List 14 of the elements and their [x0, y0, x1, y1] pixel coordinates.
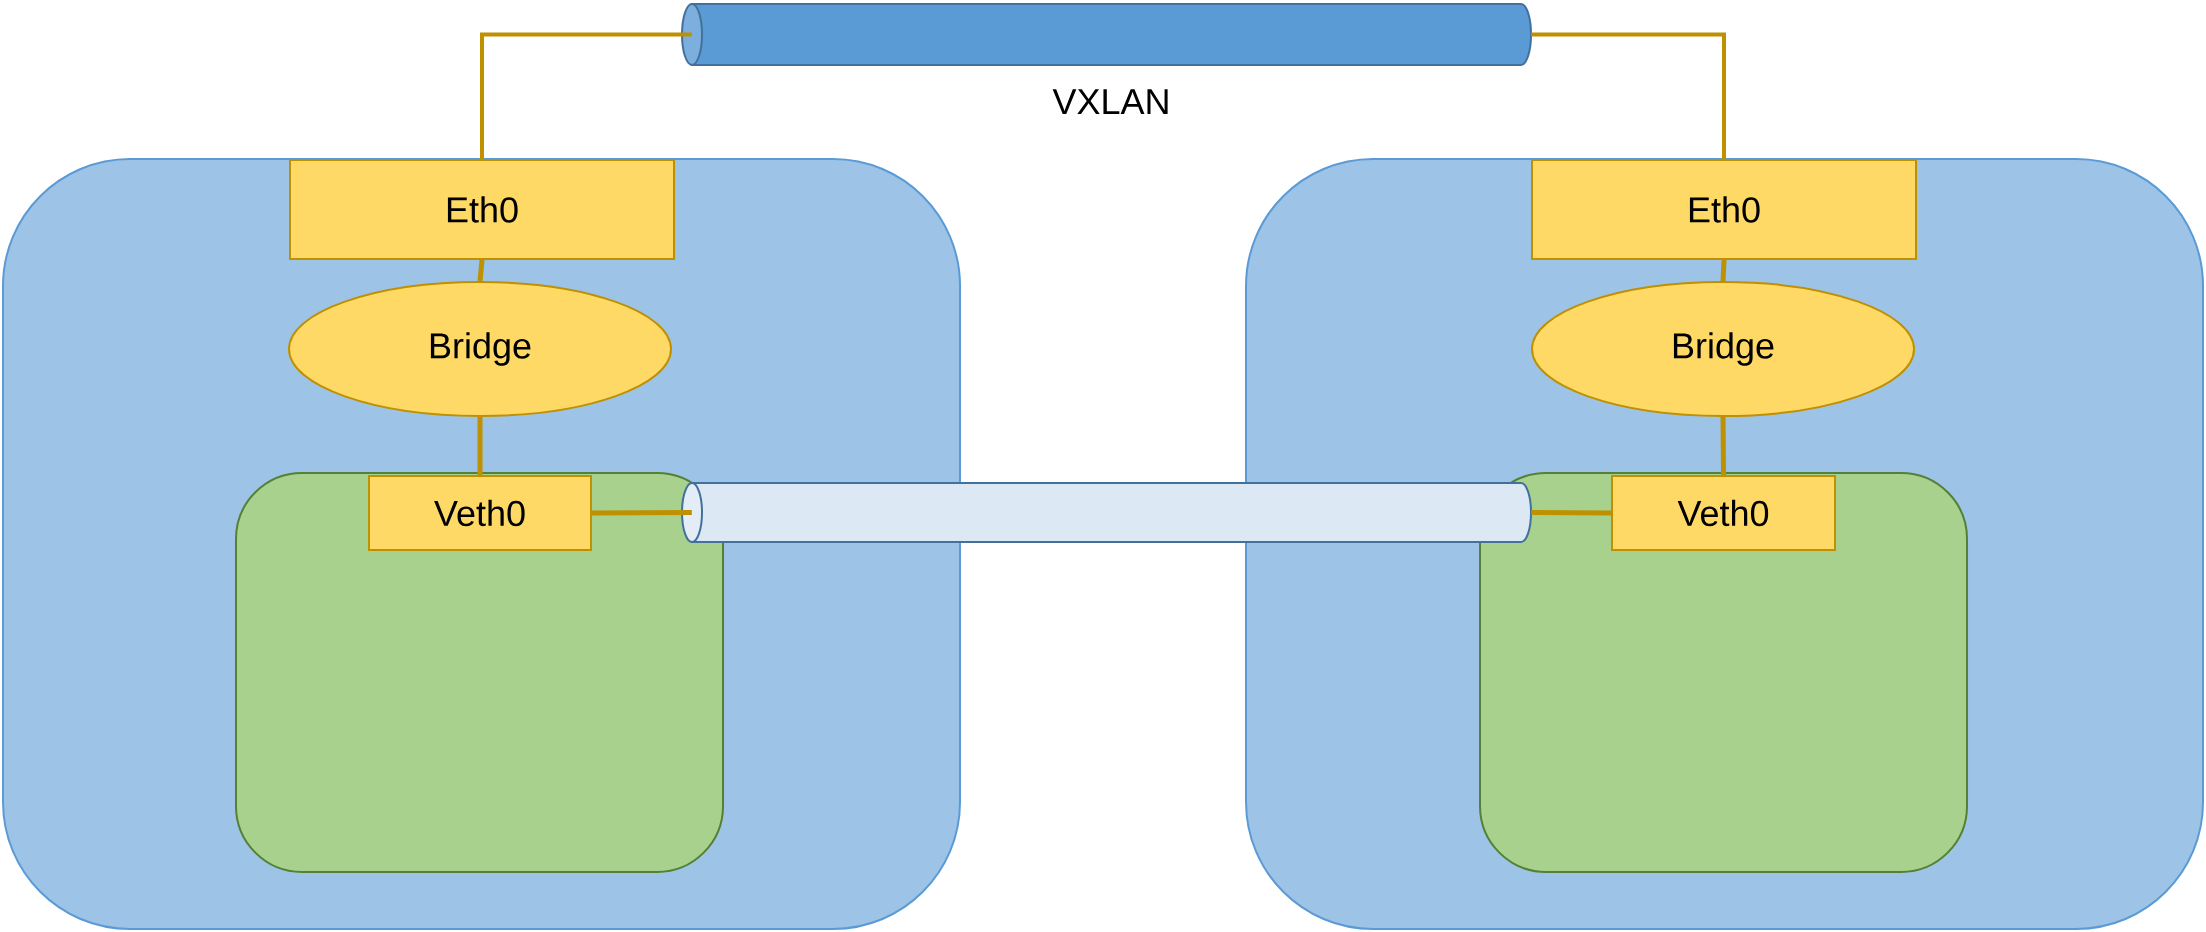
connector-line [1531, 32, 1726, 159]
connector-line [592, 510, 692, 516]
interface-box: Veth0 [1611, 475, 1836, 551]
connector-line [1720, 416, 1726, 476]
tube [681, 482, 1532, 543]
connector-line [1531, 510, 1612, 516]
tube-label: VXLAN [1052, 89, 1168, 114]
connector-line [477, 259, 485, 282]
connector-line [477, 417, 483, 475]
connector-line [1720, 259, 1727, 282]
interface-box: Veth0 [368, 475, 592, 551]
interface-box: Eth0 [1531, 159, 1917, 260]
connector-line [480, 32, 692, 159]
interface-box: Eth0 [289, 159, 675, 260]
